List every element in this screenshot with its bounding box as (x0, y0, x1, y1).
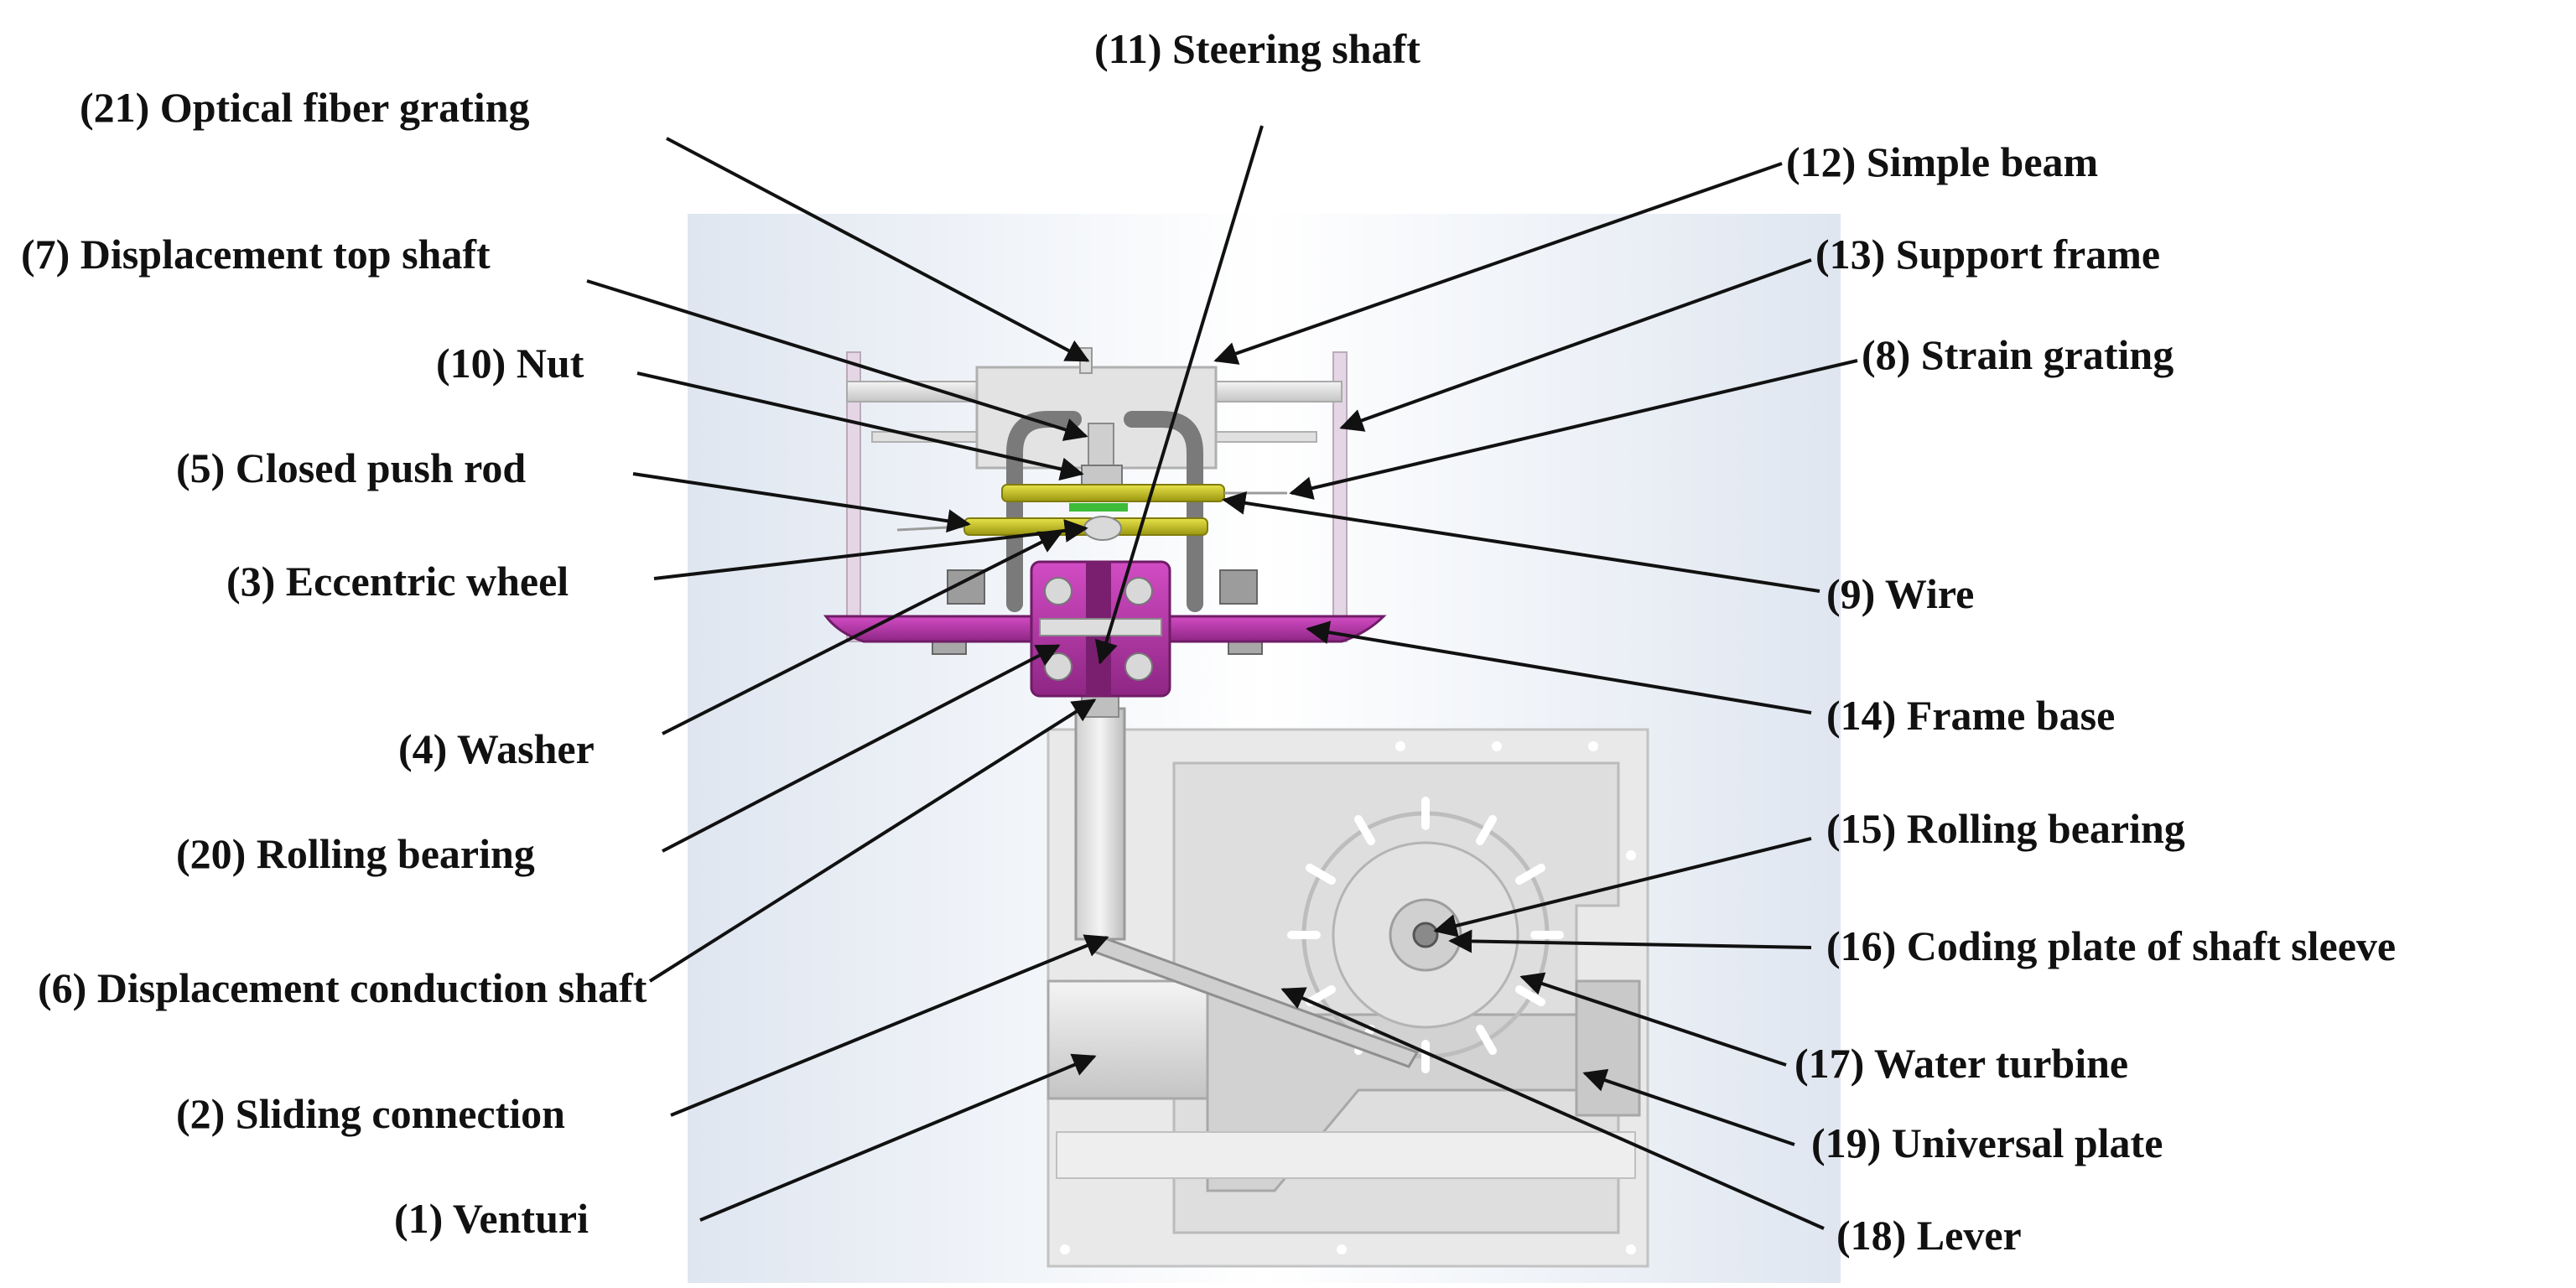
leader-12 (1213, 162, 1783, 365)
label-5: (5) Closed push rod (176, 444, 526, 491)
label-9: (9) Wire (1826, 570, 1974, 617)
leader-17 (1519, 972, 1787, 1067)
label-14: (14) Frame base (1826, 692, 2115, 739)
leader-20 (662, 644, 1061, 853)
eccentric-wheel (1083, 516, 1122, 541)
label-20: (20) Rolling bearing (176, 830, 535, 877)
leader-7 (586, 279, 1088, 441)
label-6: (6) Displacement conduction shaft (38, 964, 647, 1011)
label-15: (15) Rolling bearing (1826, 805, 2185, 852)
leader-3 (653, 519, 1088, 580)
label-17: (17) Water turbine (1794, 1040, 2128, 1087)
leader-15 (1433, 837, 1812, 937)
leader-4 (662, 531, 1063, 735)
u-bracket (1006, 411, 1203, 612)
leader-lines (586, 125, 1858, 1230)
label-10: (10) Nut (436, 340, 584, 387)
leader-9 (1222, 491, 1820, 593)
label-11: (11) Steering shaft (1094, 25, 1420, 72)
leader-19 (1582, 1068, 1795, 1146)
nut (1081, 465, 1123, 486)
leader-1 (699, 1053, 1097, 1222)
label-4: (4) Washer (398, 725, 595, 772)
leader-16 (1448, 929, 1812, 953)
label-18: (18) Lever (1836, 1212, 2022, 1259)
leader-5 (632, 472, 971, 533)
label-13: (13) Support frame (1815, 231, 2160, 278)
leader-14 (1306, 621, 1812, 714)
leader-2 (670, 934, 1109, 1117)
rolling-bearing-20 (1044, 577, 1153, 681)
leader-13 (1339, 258, 1812, 432)
leader-18 (1280, 987, 1825, 1230)
rolling-bearing-15 (1412, 922, 1439, 948)
displacement-conduction-shaft (1074, 691, 1126, 941)
label-19: (19) Universal plate (1811, 1119, 2163, 1166)
leader-10 (636, 371, 1084, 481)
label-16: (16) Coding plate of shaft sleeve (1826, 922, 2396, 969)
part-labels: (11) Steering shaft (21) Optical fiber g… (21, 25, 2396, 1259)
label-7: (7) Displacement top shaft (21, 231, 491, 278)
label-2: (2) Sliding connection (176, 1090, 565, 1137)
label-21: (21) Optical fiber grating (80, 84, 530, 131)
washer (1039, 618, 1162, 636)
label-12: (12) Simple beam (1786, 138, 2098, 185)
leader-21 (666, 137, 1090, 362)
leader-6 (648, 699, 1097, 983)
leader-8 (1289, 359, 1858, 500)
label-8: (8) Strain grating (1862, 331, 2174, 378)
leader-11 (1094, 125, 1264, 665)
label-1: (1) Venturi (394, 1195, 589, 1242)
label-3: (3) Eccentric wheel (226, 558, 569, 605)
